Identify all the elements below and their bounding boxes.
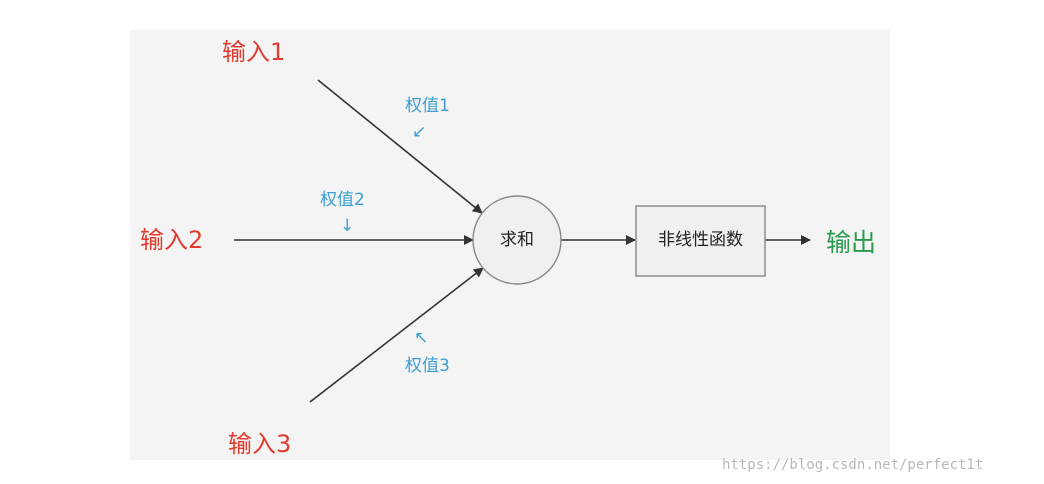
sum-node-label: 求和 bbox=[500, 230, 534, 250]
edge-input1-to-sum bbox=[317, 79, 483, 214]
edge-input3-to-sum bbox=[309, 267, 484, 403]
weight-3-label: 权值3 bbox=[405, 356, 450, 376]
input-2-label: 输入2 bbox=[140, 226, 204, 254]
weight-2-arrow-icon: ↓ bbox=[340, 216, 355, 236]
function-node-label: 非线性函数 bbox=[658, 230, 743, 250]
input-1-label: 输入1 bbox=[222, 38, 286, 66]
weight-1-arrow-icon: ↙ bbox=[412, 122, 427, 142]
input-3-label: 输入3 bbox=[228, 430, 292, 458]
function-node bbox=[635, 205, 766, 277]
watermark-text: https://blog.csdn.net/perfect1t bbox=[722, 457, 984, 473]
weight-1-label: 权值1 bbox=[405, 96, 450, 116]
weight-3-arrow-icon: ↖ bbox=[414, 328, 429, 348]
weight-2-label: 权值2 bbox=[320, 190, 365, 210]
output-label: 输出 bbox=[826, 228, 877, 257]
sum-node bbox=[472, 195, 562, 285]
